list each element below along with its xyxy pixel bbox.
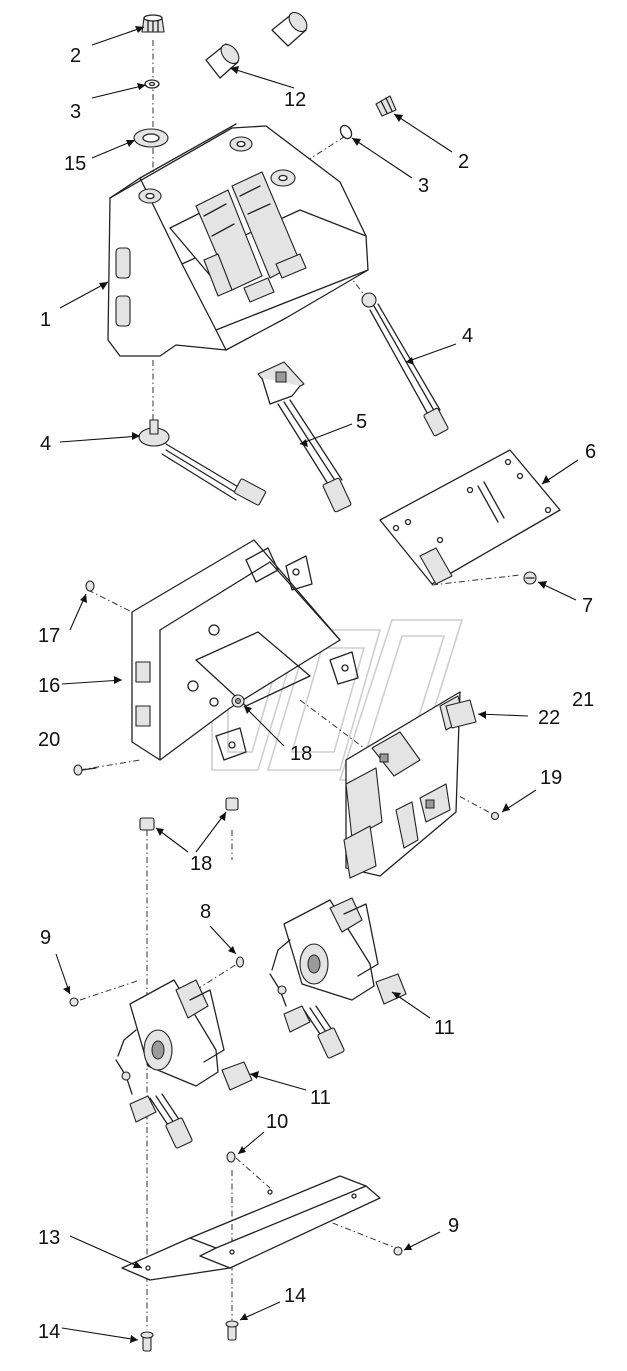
screw-part-9-upper: [69, 997, 79, 1007]
callout-4: 4: [40, 433, 51, 455]
bottom-plate-part-13: [121, 1175, 381, 1281]
callout-20: 20: [38, 729, 60, 751]
callout-19: 19: [540, 767, 562, 789]
callout-2: 2: [458, 151, 469, 173]
leader-lines: [55, 26, 579, 1343]
washer-part-3-left: [144, 79, 160, 89]
callout-1: 1: [40, 309, 51, 331]
callout-18: 18: [190, 853, 212, 875]
joystick-module-part-11-right: [269, 897, 407, 1059]
nut-part-18-top: [231, 694, 245, 708]
callout-4: 4: [462, 325, 473, 347]
callout-18: 18: [290, 743, 312, 765]
screw-part-17: [85, 580, 95, 592]
mounting-plate-part-6: [379, 449, 561, 585]
callout-7: 7: [582, 595, 593, 617]
bracket-part-16: [131, 539, 359, 761]
sensor-cable-part-4-right: [361, 292, 449, 437]
callout-labels: 2 3 12 15 2 3 1 4 4 5 6 7 17 16 20 18 21…: [38, 45, 596, 1343]
knob-part-2-right: [375, 95, 397, 117]
screw-part-20: [73, 764, 97, 776]
callout-14: 14: [38, 1321, 60, 1343]
callout-10: 10: [266, 1111, 288, 1133]
callout-14: 14: [284, 1285, 306, 1307]
callout-17: 17: [38, 625, 60, 647]
callout-11: 11: [310, 1087, 331, 1109]
console-housing-part-1: [107, 123, 369, 357]
screw-part-10: [226, 1151, 236, 1163]
nut-part-18-right: [225, 797, 239, 811]
callout-6: 6: [585, 441, 596, 463]
callout-9: 9: [40, 927, 51, 949]
connector-part-22: [445, 699, 477, 729]
screw-part-7: [523, 571, 537, 585]
joystick-module-part-11-left: [115, 979, 253, 1149]
screw-part-19: [490, 811, 500, 821]
grommet-part-15: [133, 128, 169, 148]
callout-16: 16: [38, 675, 60, 697]
nut-part-18-left: [139, 817, 155, 831]
callout-11: 11: [434, 1017, 455, 1039]
callout-3: 3: [418, 175, 429, 197]
callout-15: 15: [64, 153, 86, 175]
sensor-cable-part-4-left: [138, 419, 266, 506]
screw-part-9-lower: [393, 1246, 403, 1256]
callout-8: 8: [200, 901, 211, 923]
washer-part-3-right: [339, 124, 353, 140]
callout-13: 13: [38, 1227, 60, 1249]
circuit-board-part-21: [343, 691, 465, 879]
callout-22: 22: [538, 707, 560, 729]
knob-part-2-left: [141, 14, 165, 33]
screw-part-8: [235, 956, 245, 968]
switch-harness-part-5: [257, 361, 352, 513]
callout-2: 2: [70, 45, 81, 67]
callout-12: 12: [284, 89, 306, 111]
screw-part-14-right: [225, 1320, 239, 1341]
callout-9: 9: [448, 1215, 459, 1237]
lever-caps-part-12: [205, 11, 308, 79]
callout-5: 5: [356, 411, 367, 433]
callout-21: 21: [572, 689, 594, 711]
screw-part-14-left: [140, 1331, 154, 1352]
callout-3: 3: [70, 101, 81, 123]
